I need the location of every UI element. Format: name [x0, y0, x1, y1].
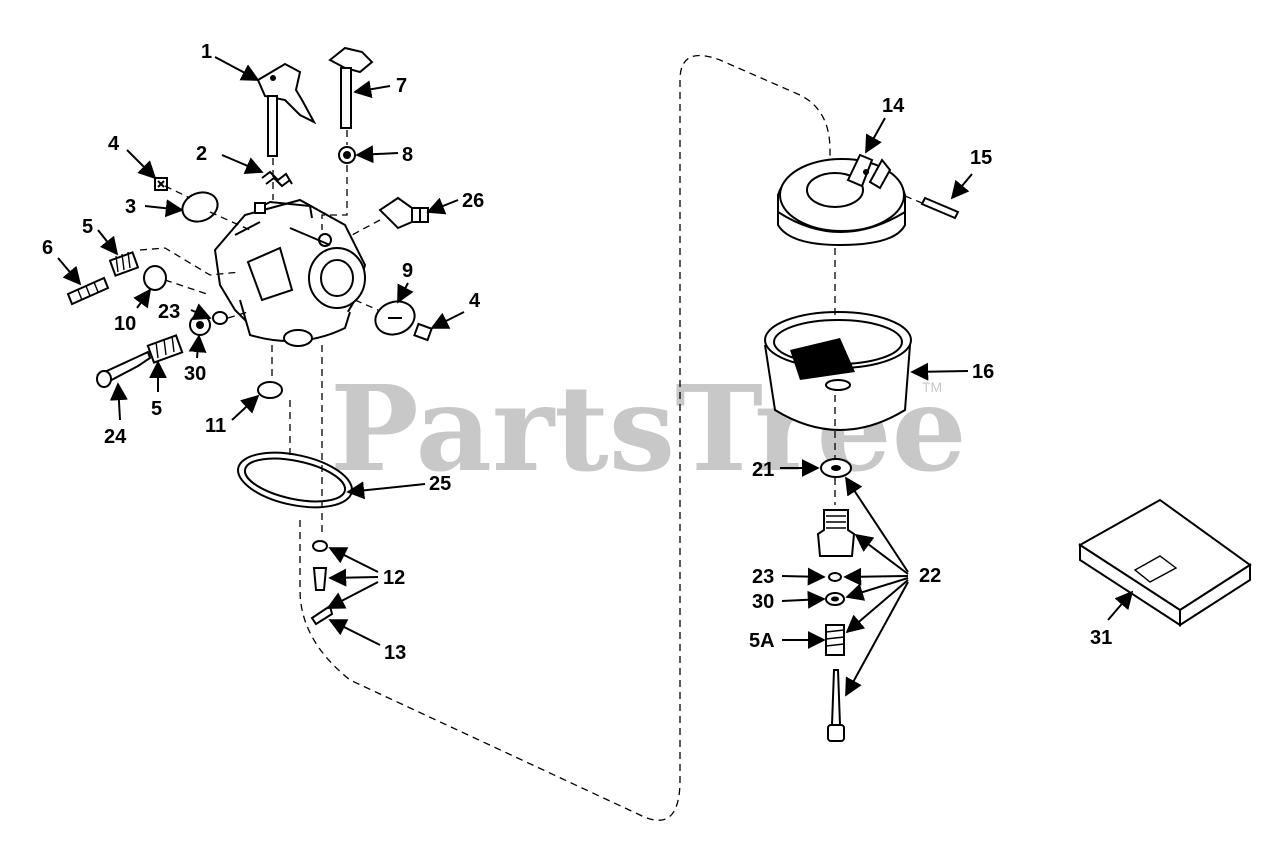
callout-24: 24 [104, 426, 127, 448]
float-bowl-part [764, 311, 912, 431]
callout-16: 16 [972, 361, 994, 383]
inlet-needle-seat-part [312, 540, 328, 591]
callout-2: 2 [196, 143, 207, 165]
callout-5-upper: 5 [82, 216, 93, 238]
callout-4-upper: 4 [108, 133, 120, 155]
adjusting-needle-part [827, 669, 845, 742]
callout-5A: 5A [749, 630, 775, 652]
callout-5-lower: 5 [151, 398, 162, 420]
callout-31: 31 [1090, 627, 1112, 649]
callout-22: 22 [919, 565, 941, 587]
callout-30-right: 30 [752, 591, 774, 613]
bowl-nut-washer-part [820, 458, 852, 478]
callout-21: 21 [752, 459, 774, 481]
idle-speed-screw-part [66, 276, 110, 306]
callout-6: 6 [42, 237, 53, 259]
callout-labels: 1 2 3 4 5 6 7 8 26 9 4 10 23 30 5 24 11 … [42, 41, 1112, 664]
idle-mixture-screw-part [96, 350, 152, 388]
idle-mixture-spring-part [146, 334, 184, 364]
inlet-needle-clip-part [310, 604, 334, 626]
nozzle-o-ring-part [828, 572, 842, 582]
callout-8: 8 [402, 144, 413, 166]
callout-23-right: 23 [752, 566, 774, 588]
watermark-trademark: TM [922, 379, 942, 395]
callout-3: 3 [125, 196, 136, 218]
fuel-inlet-fitting-part [378, 196, 429, 230]
left-alignment-lines [139, 130, 381, 535]
carburetor-body-part [213, 198, 367, 347]
callout-4-lower: 4 [469, 290, 481, 312]
choke-shaft-part [328, 46, 374, 129]
callout-26: 26 [462, 190, 484, 212]
throttle-return-spring-part [261, 170, 293, 188]
choke-plate-part [374, 300, 416, 336]
callout-15: 15 [970, 147, 992, 169]
group-boundary-dashed-line [299, 54, 831, 821]
throttle-shaft-part [256, 62, 317, 157]
float-shaft-part [920, 196, 960, 220]
callout-9: 9 [402, 260, 413, 282]
choke-shaft-spring-part [338, 146, 356, 164]
leader-arrows [57, 56, 1134, 697]
callout-25: 25 [429, 473, 451, 495]
callout-23-left: 23 [158, 301, 180, 323]
washer-part [189, 314, 211, 336]
o-ring-part [212, 311, 228, 325]
callout-14: 14 [882, 95, 905, 117]
welch-plug-part [143, 265, 167, 291]
right-alignment-lines [834, 195, 923, 505]
callout-10: 10 [114, 313, 136, 335]
throttle-plate-screw-part [154, 177, 168, 191]
adjusting-screw-spring-part [825, 624, 845, 656]
float-part [777, 153, 906, 247]
callout-13: 13 [384, 642, 406, 664]
callout-11: 11 [205, 415, 226, 437]
welch-plug-small-part [257, 381, 283, 399]
callout-12: 12 [383, 567, 405, 589]
callout-1: 1 [201, 41, 212, 63]
main-nozzle-part [816, 509, 856, 557]
choke-plate-screw-part [413, 322, 433, 342]
callout-7: 7 [396, 75, 407, 97]
callout-30-left: 30 [184, 363, 206, 385]
throttle-plate-part [181, 191, 219, 223]
gasket-kit-part [1078, 498, 1252, 627]
idle-speed-screw-spring-part [108, 251, 140, 277]
nozzle-washer-part [825, 592, 845, 606]
